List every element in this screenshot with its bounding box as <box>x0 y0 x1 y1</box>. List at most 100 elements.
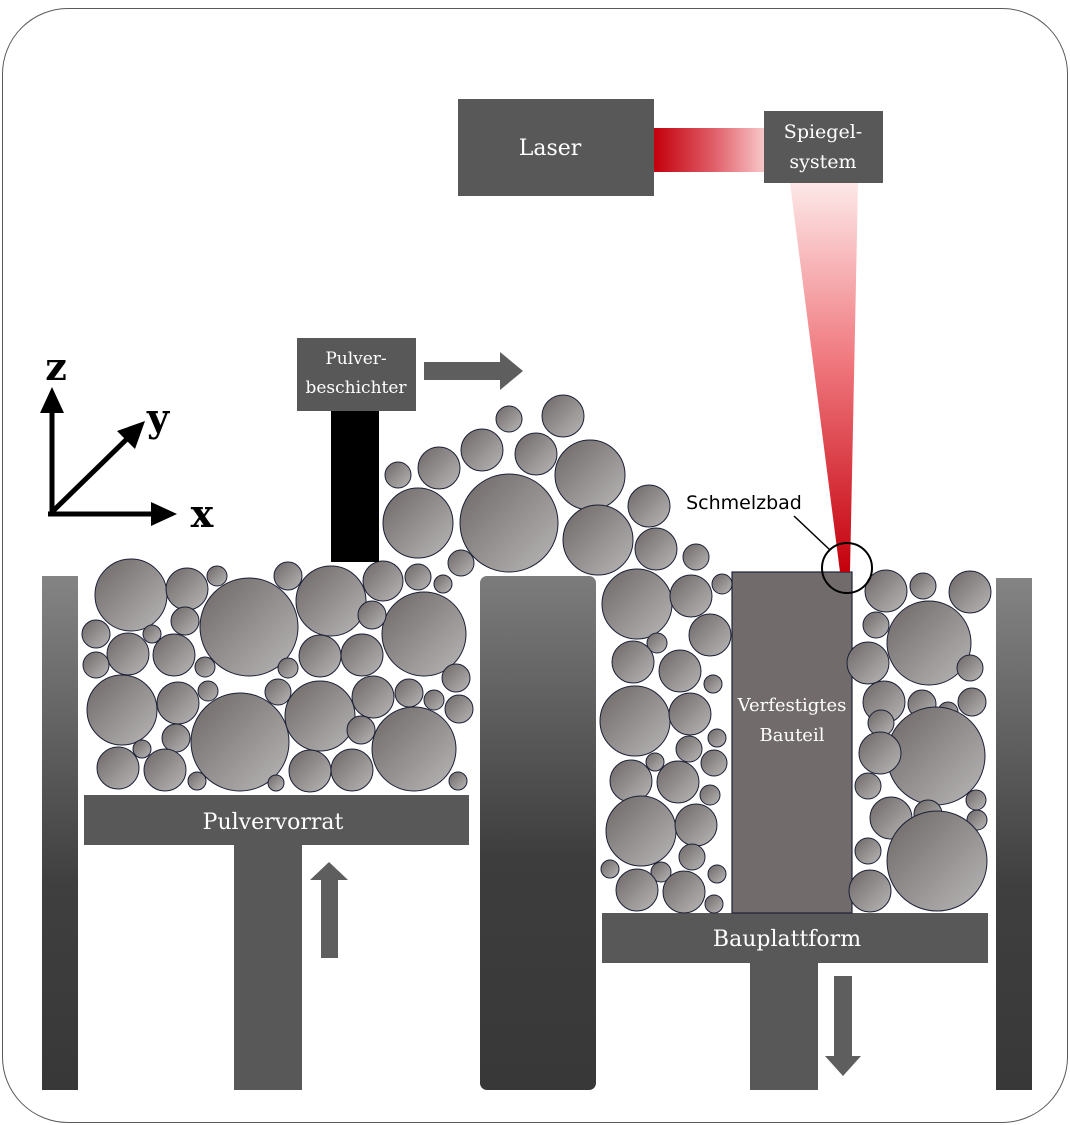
powder-particle <box>86 674 158 746</box>
melt-pool-circle <box>821 542 873 594</box>
powder-particle <box>669 574 713 618</box>
melt-pool-label: Schmelzbad <box>686 492 802 514</box>
powder-particle <box>423 689 445 711</box>
powder-particle <box>330 748 374 792</box>
powder-particle <box>206 565 228 587</box>
powder-particle <box>288 749 332 793</box>
left-chamber-wall <box>42 576 78 1090</box>
axis-label-y: y <box>146 395 170 440</box>
powder-particle <box>646 632 668 654</box>
powder-particle <box>668 692 712 736</box>
powder-particle <box>707 728 727 748</box>
powder-particle <box>357 600 387 630</box>
powder-particle <box>295 565 367 637</box>
powder-particle <box>864 569 908 613</box>
powder-particle <box>703 674 723 694</box>
y-axis-arrowhead <box>117 421 145 449</box>
powder-particle <box>541 394 585 438</box>
part-label-line1: Verfestigtes <box>737 695 847 716</box>
powder-particle <box>846 641 890 685</box>
powder-particle <box>862 611 890 639</box>
powder-particle <box>156 681 200 725</box>
powder-particle <box>394 678 424 708</box>
powder-particle <box>615 868 659 912</box>
powder-particle <box>142 624 162 644</box>
powder-particle <box>634 527 678 571</box>
z-axis-arrowhead <box>40 387 64 413</box>
powder-particle <box>658 649 702 693</box>
powder-particle <box>371 706 457 792</box>
build-platform-label: Bauplattform <box>713 927 861 952</box>
powder-particle <box>170 606 200 636</box>
mirror-label-line2: system <box>789 151 856 173</box>
laser-label: Laser <box>519 136 582 161</box>
powder-particle <box>650 861 672 883</box>
laser-beam-vertical <box>790 183 858 572</box>
powder-particle <box>707 864 727 884</box>
powder-particle <box>662 870 706 914</box>
powder-particle <box>965 789 987 811</box>
powder-particle <box>143 748 187 792</box>
powder-particle <box>82 651 110 679</box>
powder-particle <box>678 843 706 871</box>
powder-particle <box>601 568 673 640</box>
powder-particle <box>688 613 732 657</box>
axis-label-x: x <box>191 491 214 536</box>
recoater-blade <box>331 410 379 562</box>
powder-particle <box>460 428 504 472</box>
powder-particle <box>384 461 412 489</box>
build-platform-plate <box>602 913 988 963</box>
powder-particle <box>264 678 292 706</box>
powder-particle <box>96 746 140 790</box>
powder-particle <box>848 869 892 913</box>
powder-particle <box>382 487 454 559</box>
powder-particle <box>448 771 468 791</box>
powder-particle <box>277 657 299 679</box>
powder-particle <box>957 687 987 717</box>
powder-particle <box>298 634 342 678</box>
powder-particle <box>273 561 303 591</box>
powder-particle <box>197 680 219 702</box>
powder-particle <box>886 706 986 806</box>
center-divider <box>480 576 596 1090</box>
powder-particle <box>700 749 728 777</box>
powder-particle <box>699 784 721 806</box>
powder-particle <box>190 692 290 792</box>
powder-particle <box>417 446 461 490</box>
powder-particle <box>340 633 384 677</box>
powder-particle <box>711 573 733 595</box>
axis-label-z: z <box>45 344 67 389</box>
powder-particle <box>514 432 558 476</box>
powder-particle <box>609 759 653 803</box>
powder-particles <box>81 394 992 914</box>
build-platform-stem <box>750 963 818 1090</box>
powder-particle <box>495 405 523 433</box>
powder-particle <box>562 504 634 576</box>
powder-particle <box>161 723 191 753</box>
powder-supply-stem <box>234 845 302 1090</box>
powder-particle <box>444 694 474 724</box>
powder-particle <box>854 837 882 865</box>
recoater-head <box>297 338 416 411</box>
laser-source <box>458 99 654 196</box>
x-axis-arrowhead <box>151 502 177 526</box>
powder-particle <box>194 656 216 678</box>
mirror-system <box>764 111 883 183</box>
powder-particle <box>404 563 432 591</box>
powder-particle <box>627 484 671 528</box>
powder-particle <box>346 715 376 745</box>
powder-particle <box>956 654 984 682</box>
coordinate-axes <box>40 387 177 526</box>
mirror-label-line1: Spiegel- <box>784 121 862 143</box>
powder-particle <box>656 760 700 804</box>
powder-particle <box>909 572 937 600</box>
powder-particle <box>152 633 196 677</box>
powder-particle <box>675 735 703 763</box>
powder-particle <box>599 685 671 757</box>
powder-particle <box>165 567 209 611</box>
powder-particle <box>886 600 972 686</box>
powder-particle <box>554 439 626 511</box>
powder-particle <box>267 774 285 792</box>
powder-particle <box>447 549 475 577</box>
